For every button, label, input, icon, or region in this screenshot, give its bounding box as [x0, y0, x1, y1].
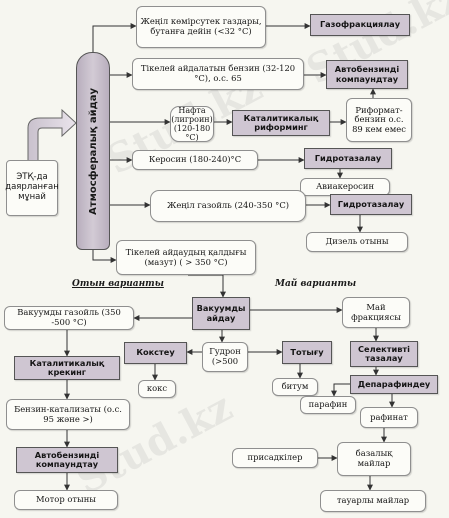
light-gasoil-box: Жеңіл газойль (240-350 °С): [150, 190, 306, 222]
hydrotreating-box-2: Гидротазалау: [330, 194, 412, 215]
additives-box: присадкілер: [232, 448, 318, 468]
oil-variant-label: Май варианты: [275, 279, 357, 289]
fuel-variant-label: Отын варианты: [72, 279, 164, 289]
base-oils-box: базалық майлар: [337, 442, 411, 476]
straight-gasoline-box: Тікелей айдалатын бензин (32-120 °С), о.…: [132, 58, 304, 90]
motor-fuel-box: Мотор отыны: [14, 490, 118, 510]
reformate-box: Риформат-бензин о.с. 89 кем емес: [346, 98, 412, 142]
tar-box: Гудрон (>500: [202, 342, 248, 372]
naphtha-box: Нафта (лигроин) (120-180 °С): [170, 105, 214, 143]
crude-feed-arrow: [27, 108, 77, 169]
cracking-gasoline-box: Бензин-катализаты (о.с. 95 және >): [6, 399, 130, 430]
gasoline-blending-box-1: Автобензинді компаундтау: [326, 60, 408, 89]
raffinate-box: рафинат: [360, 407, 418, 428]
selective-treating-box: Селективті тазалау: [350, 341, 418, 367]
residue-box: Тікелей айдаудың қалдығы (мазут) ( > 350…: [116, 240, 256, 275]
column-label: Атмосфералық айдау: [87, 87, 99, 215]
oil-fractions-box: Май фракциясы: [342, 297, 410, 328]
kerosene-box: Керосин (180-240)°С: [132, 150, 258, 170]
vacuum-distillation-box: Вакуумды айдау: [192, 297, 250, 330]
finished-oils-box: тауарлы майлар: [320, 490, 426, 512]
vacuum-gasoil-box: Вакуумды газойль (350 -500 °С): [4, 306, 134, 330]
gas-fractionation-box: Газофракциялау: [310, 14, 410, 36]
paraffin-box: парафин: [300, 396, 356, 414]
oxidation-box: Тотығу: [282, 341, 332, 364]
coking-box: Кокстеу: [124, 342, 187, 364]
coke-box: кокс: [138, 380, 176, 398]
catalytic-reforming-box: Каталитикалық риформинг: [232, 110, 330, 136]
hydrotreating-box-1: Гидротазалау: [304, 148, 392, 169]
catalytic-cracking-box: Каталитикалық крекинг: [14, 356, 120, 380]
crude-input: ЭТҚ-да даярланған мұнай: [5, 160, 59, 216]
atmospheric-distillation-column: Атмосфералық айдау: [76, 52, 110, 250]
bitumen-box: битум: [272, 378, 318, 396]
light-hydrocarbons-box: Жеңіл көмірсутек газдары, бутанға дейін …: [136, 6, 266, 48]
dewaxing-box: Депарафиндеу: [350, 375, 438, 394]
gasoline-blending-box-2: Автобензинді компаундтау: [16, 447, 118, 473]
diesel-box: Дизель отыны: [306, 232, 408, 252]
